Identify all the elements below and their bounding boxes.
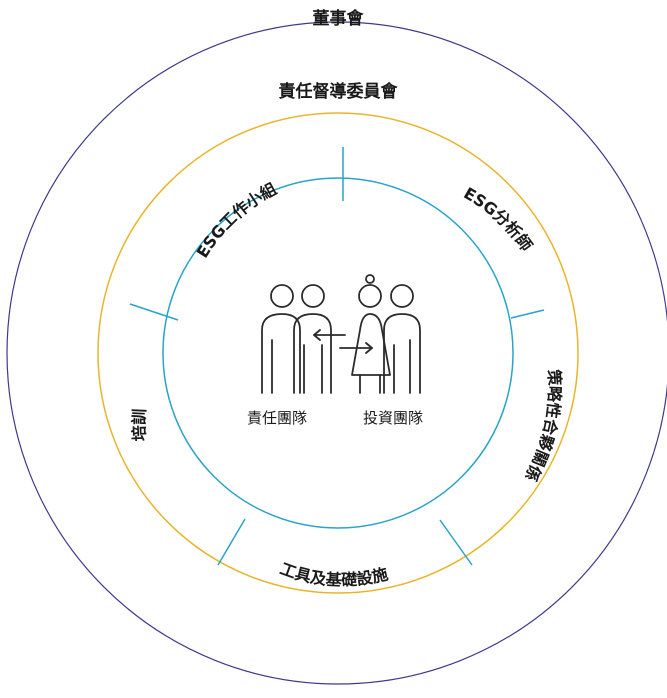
divider-bottom-left xyxy=(217,518,246,566)
committee-label: 責任督導委員會 xyxy=(279,81,399,102)
ring-dividers xyxy=(129,147,545,566)
working-group-label-path: ESG工作小組 xyxy=(193,179,280,261)
responsibility-team-label: 責任團隊 xyxy=(247,409,307,427)
working-group-label: ESG工作小組 xyxy=(193,179,280,261)
training-label-path: 培訓 xyxy=(129,408,149,441)
middle-ring-committee xyxy=(97,112,579,594)
board-label: 董事會 xyxy=(313,8,365,29)
tools-label-path: 工具及基礎設施 xyxy=(278,559,390,590)
tools-label: 工具及基礎設施 xyxy=(278,559,390,590)
partnerships-label-path: 策略性合夥關係 xyxy=(521,368,564,485)
team-collaboration-icon xyxy=(261,274,421,394)
training-label: 培訓 xyxy=(129,408,149,441)
inner-ring-teams xyxy=(162,177,514,529)
divider-right xyxy=(510,309,545,319)
investment-team-label: 投資團隊 xyxy=(363,409,423,427)
divider-bottom-right xyxy=(439,519,473,566)
analysts-label-path: ESG分析師 xyxy=(460,184,536,255)
partnerships-label: 策略性合夥關係 xyxy=(521,368,564,485)
outer-ring-board xyxy=(6,21,667,685)
divider-left xyxy=(129,303,179,321)
analysts-label: ESG分析師 xyxy=(460,184,536,255)
